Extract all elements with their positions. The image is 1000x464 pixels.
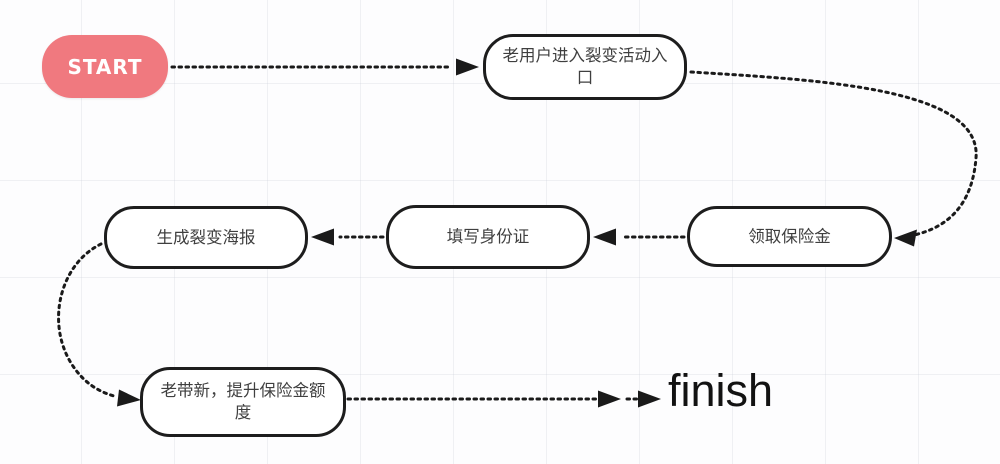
- node-enter-activity: 老用户进入裂变活动入口: [483, 34, 687, 100]
- node-enter-activity-label: 老用户进入裂变活动入口: [502, 46, 668, 87]
- node-fill-id-card-label: 填写身份证: [446, 227, 530, 246]
- arrowhead-finish-2: [638, 390, 661, 408]
- node-fill-id-card: 填写身份证: [386, 205, 590, 269]
- node-invite-new-users: 老带新，提升保险金额度: [140, 367, 346, 437]
- node-start-label: START: [67, 54, 143, 79]
- node-generate-poster: 生成裂变海报: [104, 206, 308, 269]
- node-receive-insurance: 领取保险金: [687, 206, 892, 267]
- edge-poster-to-invite: [57, 242, 116, 398]
- arrowhead-into-receive: [894, 229, 917, 247]
- node-start: START: [42, 35, 168, 98]
- node-generate-poster-label: 生成裂变海报: [156, 227, 256, 247]
- arrowhead-into-poster: [311, 228, 334, 246]
- node-invite-new-users-label: 老带新，提升保险金额度: [160, 381, 326, 422]
- arrowhead-into-fillid: [593, 228, 616, 246]
- finish-label: finish: [668, 365, 774, 416]
- edge-enter-to-receive: [689, 70, 978, 239]
- arrowhead-into-enter: [456, 58, 479, 76]
- arrowhead-into-invite: [117, 389, 141, 407]
- arrowhead-finish-1: [598, 390, 621, 408]
- node-receive-insurance-label: 领取保险金: [748, 226, 831, 246]
